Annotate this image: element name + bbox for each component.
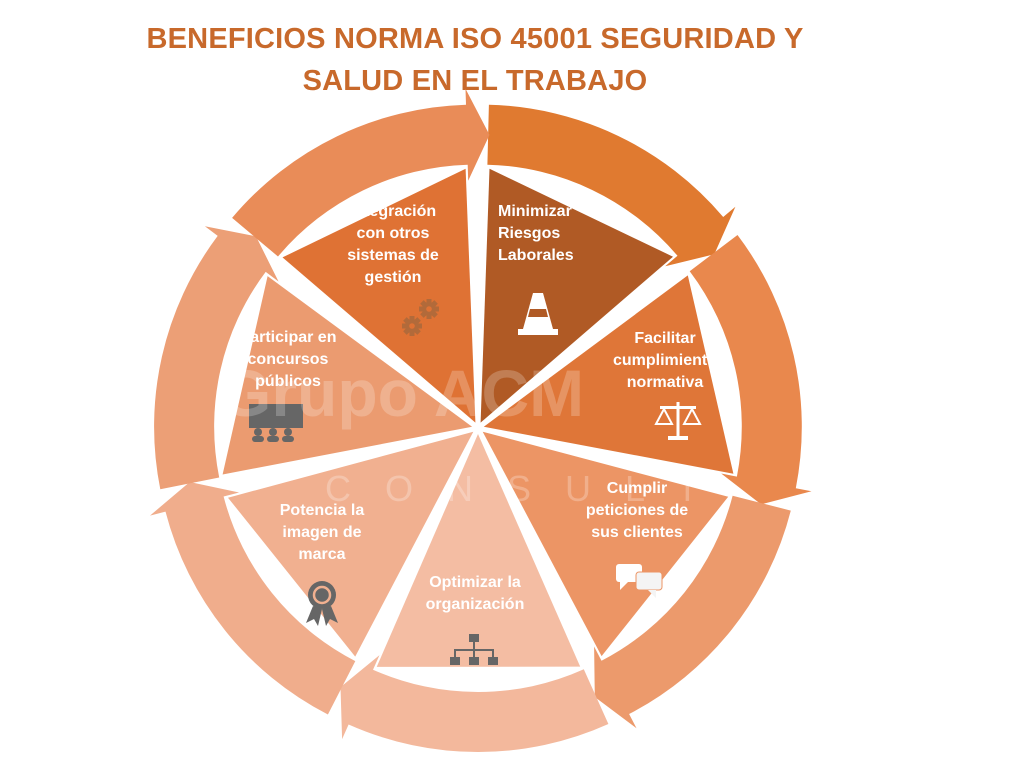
cycle-arrow-3: [594, 495, 791, 729]
presentation-icon: [249, 404, 303, 442]
award-ribbon-icon: [306, 581, 338, 626]
traffic-cone-icon: [518, 293, 558, 335]
chat-bubbles-icon: [616, 564, 663, 598]
cycle-arrow-1: [487, 104, 736, 267]
watermark-brand: Grupo ACM: [220, 356, 585, 430]
cycle-arrow-5: [150, 482, 356, 715]
cycle-wedge-1: [480, 168, 673, 423]
cycle-arrow-2: [689, 235, 812, 505]
scales-icon: [654, 402, 702, 440]
title-line-1: BENEFICIOS NORMA ISO 45001 SEGURIDAD Y: [146, 23, 804, 55]
cycle-arrow-4: [340, 655, 609, 752]
cycle-wedge-3: [482, 431, 729, 657]
cycle-arrow-6: [154, 226, 279, 490]
title-line-2: SALUD EN EL TRABAJO: [302, 65, 648, 97]
watermark-sub: CONSULT: [325, 468, 733, 509]
cycle-wedge-4: [376, 434, 581, 667]
cycle-arrow-7: [232, 88, 490, 257]
gears-icon: [402, 299, 439, 336]
cycle-wedge-7: [282, 168, 476, 423]
cycle-icons: [249, 293, 702, 665]
cycle-arrows: [150, 88, 812, 752]
org-chart-icon: [450, 634, 498, 665]
page-title: BENEFICIOS NORMA ISO 45001 SEGURIDAD Y S…: [0, 18, 950, 102]
cycle-wedge-5: [228, 431, 474, 657]
